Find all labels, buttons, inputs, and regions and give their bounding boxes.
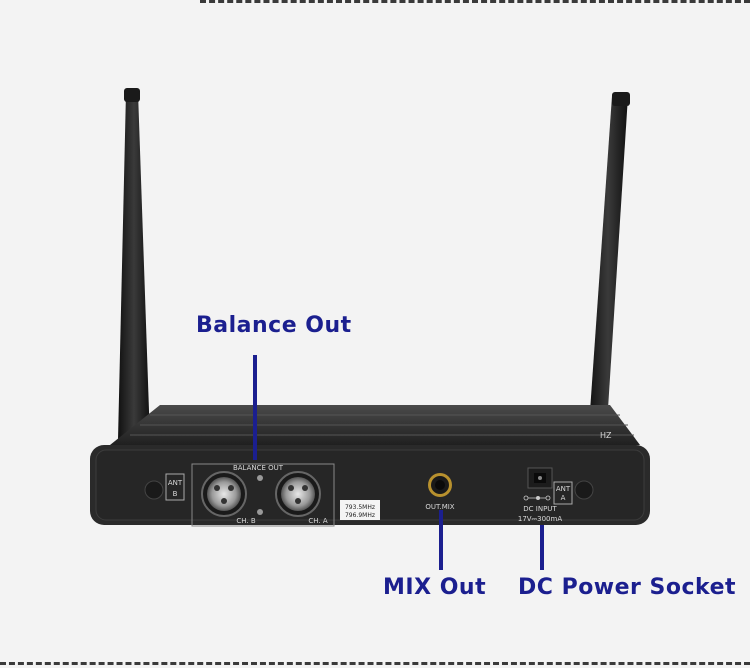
balance-out-label: BALANCE OUT [233,464,284,472]
ant-a-label-1: ANT [556,485,571,493]
mix-out-pointer [439,510,443,570]
frequency-sticker [340,500,380,520]
screw-icon [257,475,263,481]
xlr-ch-b [201,471,247,517]
screw-icon [257,509,263,515]
top-dashed-line [200,0,750,3]
ant-a-socket [574,480,594,500]
receiver-top [110,405,640,445]
dc-power-pointer [540,525,544,570]
frequency-2: 796.9MHz [345,512,375,519]
frequency-1: 793.5MHz [345,504,375,511]
ch-a-label: CH. A [308,517,327,525]
mix-out-jack [428,473,452,497]
edge-mark: HZ [600,431,612,440]
bottom-dashed-line [0,662,750,665]
polarity-icon [523,495,551,501]
ant-b-socket [144,480,164,500]
out-mix-label: OUT.MIX [425,503,454,511]
ant-a-label-2: A [561,494,566,502]
xlr-ch-a [275,471,321,517]
mix-out-callout: MIX Out [383,575,487,600]
dc-spec-label: 17V⎓300mA [518,515,562,523]
dc-power-callout: DC Power Socket [518,575,737,600]
dc-socket [527,467,553,489]
ant-b-label-1: ANT [168,479,183,487]
balance-out-callout: Balance Out [196,313,352,338]
ant-b-label-2: B [173,490,178,498]
balance-out-pointer [253,355,257,460]
balance-out-frame [191,463,335,527]
ant-a-label-box [553,481,573,505]
ant-b-label-box [165,473,185,501]
dc-input-label: DC INPUT [523,505,557,513]
ch-b-label: CH. B [236,517,255,525]
